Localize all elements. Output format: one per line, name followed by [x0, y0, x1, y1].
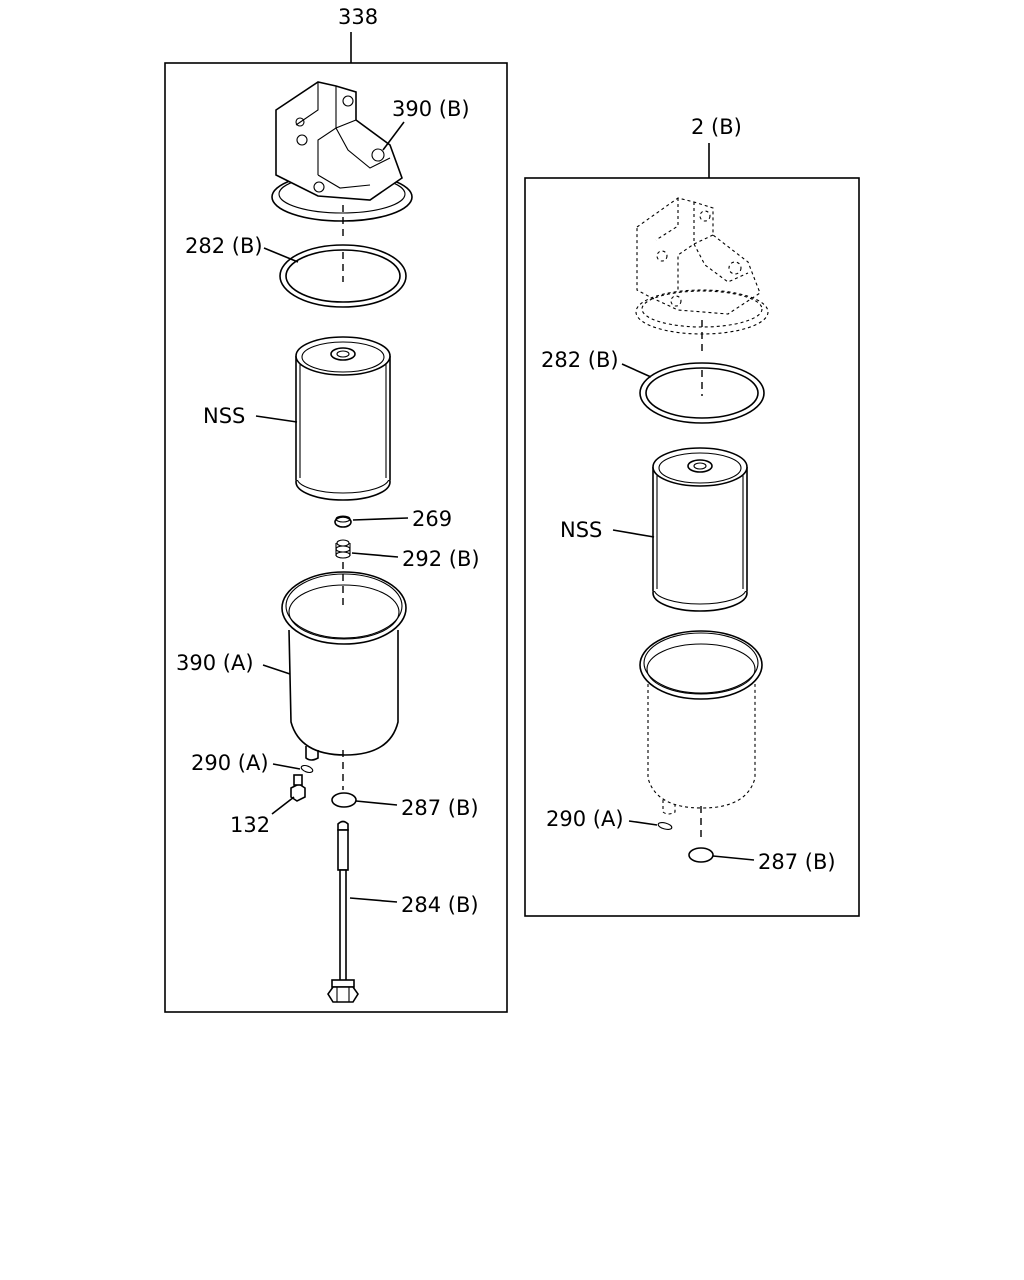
assembly-338: 338 390 (B) 282 (B)	[164, 5, 508, 1013]
part-label: 390 (A)	[176, 651, 254, 675]
assembly-frame	[524, 177, 860, 917]
gasket	[688, 847, 714, 863]
small-o-ring	[300, 764, 314, 774]
filter-element	[652, 447, 748, 612]
part-label: 269	[412, 507, 452, 531]
filter-bowl	[281, 571, 407, 790]
part-label: NSS	[560, 518, 602, 542]
part-label: 287 (B)	[401, 796, 479, 820]
part-label: 390 (B)	[392, 97, 470, 121]
filter-head	[271, 81, 413, 240]
part-label: 282 (B)	[541, 348, 619, 372]
part-label: NSS	[203, 404, 245, 428]
o-ring	[639, 362, 765, 424]
part-label: 282 (B)	[185, 234, 263, 258]
assembly-frame	[164, 62, 508, 1013]
filter-head-phantom	[635, 197, 769, 352]
part-label: 290 (A)	[191, 751, 269, 775]
part-label: 132	[230, 813, 270, 837]
drain-plug	[290, 774, 306, 802]
assembly-2b: 2 (B) 282 (B)	[524, 115, 860, 917]
bushing	[334, 515, 352, 528]
small-o-ring	[657, 822, 673, 830]
filter-element	[295, 336, 391, 501]
gasket	[331, 792, 357, 808]
part-label: 284 (B)	[401, 893, 479, 917]
part-label: 290 (A)	[546, 807, 624, 831]
assembly-number: 338	[338, 5, 378, 29]
part-label: 292 (B)	[402, 547, 480, 571]
part-label: 287 (B)	[758, 850, 836, 874]
filter-bowl-phantom	[639, 630, 763, 842]
center-bolt	[327, 820, 359, 1003]
o-ring	[279, 244, 407, 308]
assembly-number: 2 (B)	[691, 115, 742, 139]
spring	[335, 539, 351, 605]
